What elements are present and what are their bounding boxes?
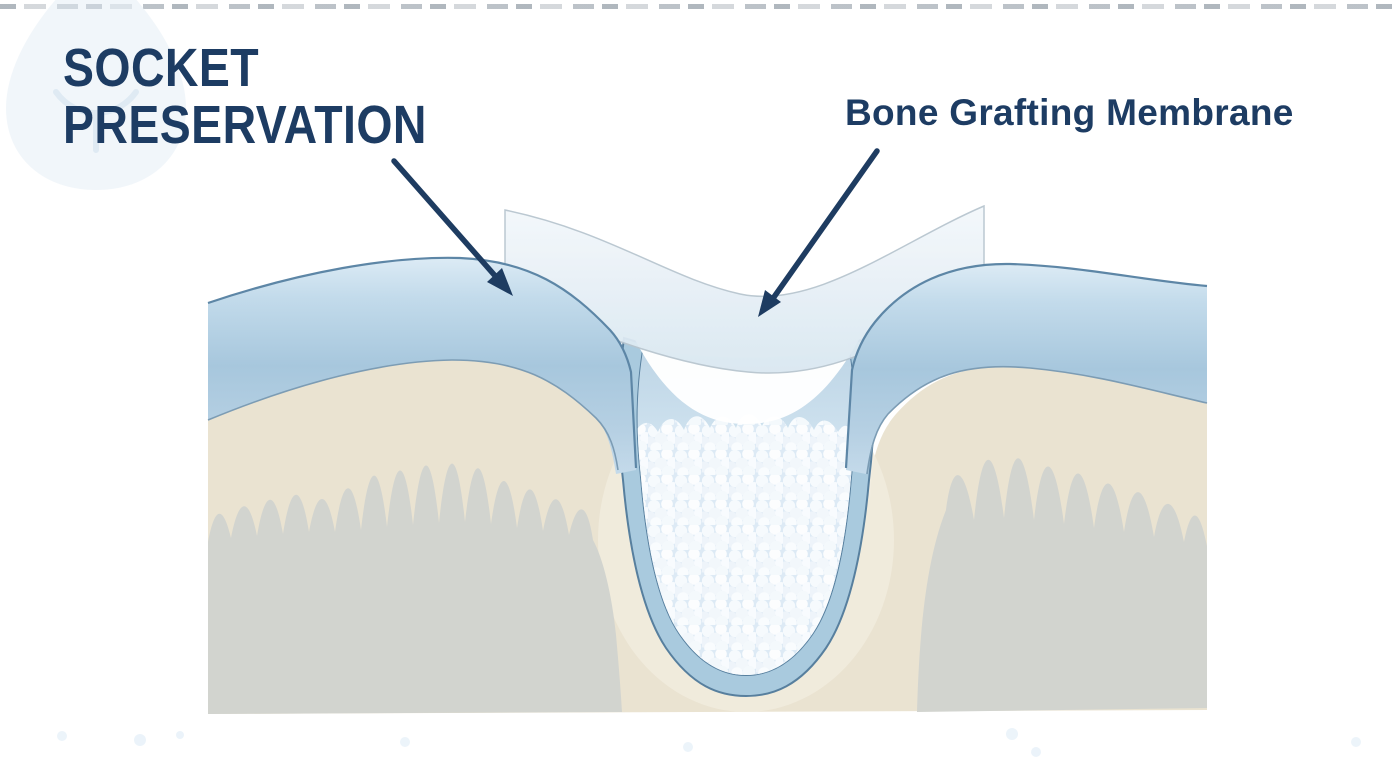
socket-preservation-arrow-head [487,268,513,296]
gum-right-bone-boundary [866,365,1208,475]
title-line-1: SOCKET [63,38,260,98]
gum-left-bone-boundary [207,359,619,471]
watermark-shape [6,0,186,190]
gum-tissue-left [207,256,638,474]
gum-left-top-outline [207,256,638,469]
trabecular-bone-right [917,458,1207,712]
membrane-arrow-head [758,290,781,317]
speck [1031,747,1041,757]
speck [176,731,184,739]
socket-preservation-arrow-line [391,158,500,281]
page-title: SOCKET PRESERVATION [63,40,427,154]
gum-right-fill [846,263,1207,474]
tooth-watermark-icon [6,0,186,190]
membrane-label: Bone Grafting Membrane [845,92,1294,133]
speck [1351,737,1361,747]
gum-tissue-right [844,262,1208,475]
speck [57,731,67,741]
watermark-curve [53,89,139,153]
speck [400,737,410,747]
gum-right-top-outline [844,262,1208,469]
background-specks [57,728,1361,757]
annotation-arrows [391,148,880,317]
top-edge-artifact [0,4,1400,9]
title-line-2: PRESERVATION [63,95,427,155]
membrane-arrow-line [771,148,880,300]
bone-graft-granules [637,414,855,675]
speck [134,734,146,746]
speck [1006,728,1018,740]
trabecular-bone-left [208,463,622,714]
speck [683,742,693,752]
gum-left-fill [208,257,636,474]
